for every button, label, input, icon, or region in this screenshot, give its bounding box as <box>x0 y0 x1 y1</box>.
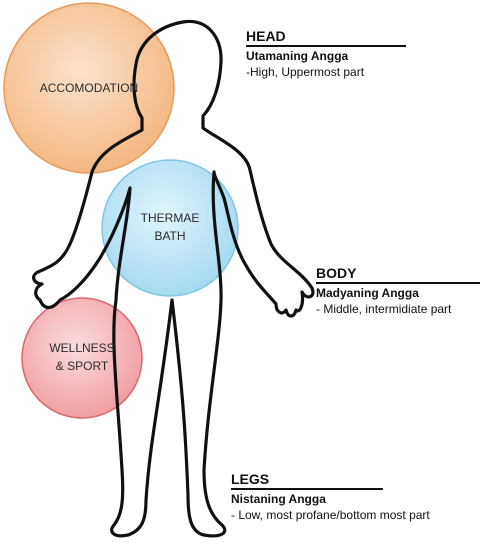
body-desc: - Middle, intermidiate part <box>316 302 452 316</box>
legs-heading: LEGS <box>231 471 270 487</box>
thermae-bath-label: THERMAE BATH <box>141 211 200 243</box>
legs-desc: - Low, most profane/bottom most part <box>231 508 430 522</box>
body-annotation: BODY Madyaning Angga - Middle, intermidi… <box>316 265 480 317</box>
body-rule <box>316 282 480 284</box>
body-name: Madyaning Angga <box>316 286 419 300</box>
head-annotation: HEAD Utamaning Angga -High, Uppermost pa… <box>246 28 406 80</box>
head-rule <box>246 45 406 47</box>
body-heading: BODY <box>316 265 357 281</box>
accomodation-label: ACCOMODATION <box>40 81 138 95</box>
human-outline <box>32 19 315 538</box>
legs-name: Nistaning Angga <box>231 492 326 506</box>
svg-text:WELLNESS: WELLNESS <box>49 341 114 355</box>
svg-text:THERMAE: THERMAE <box>141 211 200 225</box>
legs-annotation: LEGS Nistaning Angga - Low, most profane… <box>231 471 471 523</box>
head-name: Utamaning Angga <box>246 49 349 63</box>
head-heading: HEAD <box>246 28 286 44</box>
legs-rule <box>231 488 383 490</box>
svg-text:ACCOMODATION: ACCOMODATION <box>40 81 138 95</box>
svg-text:BATH: BATH <box>154 229 185 243</box>
svg-text:& SPORT: & SPORT <box>56 359 109 373</box>
thermae-bath-circle <box>101 159 239 297</box>
accomodation-circle <box>3 2 175 174</box>
wellness-sport-circle <box>21 297 143 419</box>
head-desc: -High, Uppermost part <box>246 65 365 79</box>
wellness-sport-label: WELLNESS & SPORT <box>49 341 114 373</box>
